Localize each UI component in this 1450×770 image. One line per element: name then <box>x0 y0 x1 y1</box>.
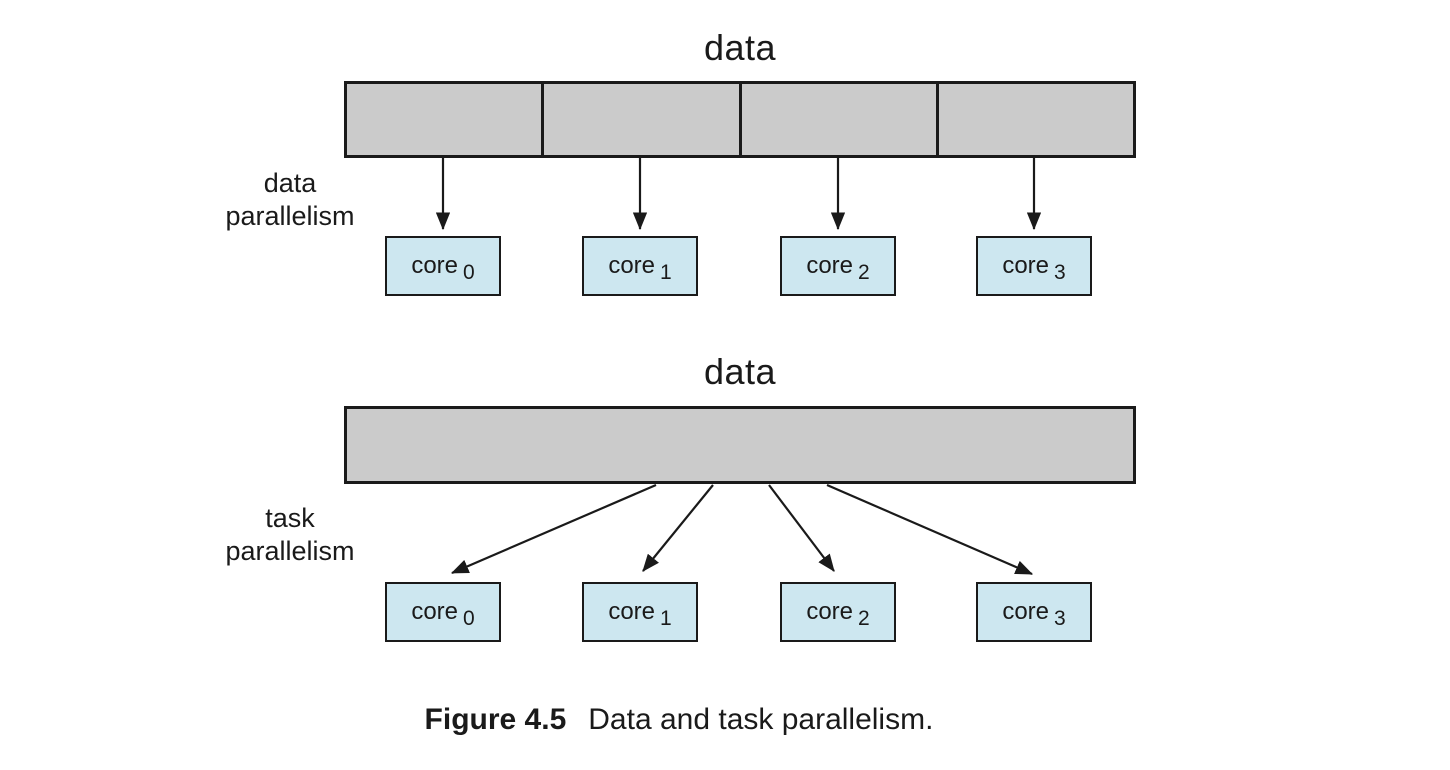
data-label-bottom: data <box>703 351 777 392</box>
core-label: core <box>411 598 458 625</box>
core-index: 2 <box>858 607 870 630</box>
core-label: core <box>806 252 853 279</box>
core-index: 1 <box>660 607 672 630</box>
figure-caption: Figure 4.5 Data and task parallelism. <box>0 701 1358 739</box>
data-label-top: data <box>703 27 777 68</box>
core-index: 0 <box>463 607 475 630</box>
data-segment <box>935 84 1133 155</box>
data-parallelism-label-line2: parallelism <box>225 201 355 231</box>
core-index: 3 <box>1054 607 1066 630</box>
data-segment <box>541 84 738 155</box>
core-index: 2 <box>858 261 870 284</box>
core-index: 1 <box>660 261 672 284</box>
core-index: 3 <box>1054 261 1066 284</box>
core-label: core <box>608 252 655 279</box>
data-segment <box>738 84 936 155</box>
figure-caption-text: Data and task parallelism. <box>588 703 934 736</box>
core-label: core <box>1002 252 1049 279</box>
data-segment <box>347 409 1133 481</box>
data-bar-segmented <box>344 81 1136 158</box>
task-parallelism-label: task parallelism <box>140 502 440 568</box>
core-label: core <box>1002 598 1049 625</box>
core-label: core <box>608 598 655 625</box>
core-label: core <box>411 252 458 279</box>
data-bar-whole <box>344 406 1136 484</box>
core-index: 0 <box>463 261 475 284</box>
task-parallelism-label-line1: task <box>265 503 315 533</box>
data-segment <box>347 84 541 155</box>
figure-caption-number: Figure 4.5 <box>424 703 567 736</box>
data-parallelism-label-line1: data <box>263 168 317 198</box>
data-parallelism-label: data parallelism <box>140 167 440 233</box>
task-parallelism-label-line2: parallelism <box>225 536 355 566</box>
core-label: core <box>806 598 853 625</box>
